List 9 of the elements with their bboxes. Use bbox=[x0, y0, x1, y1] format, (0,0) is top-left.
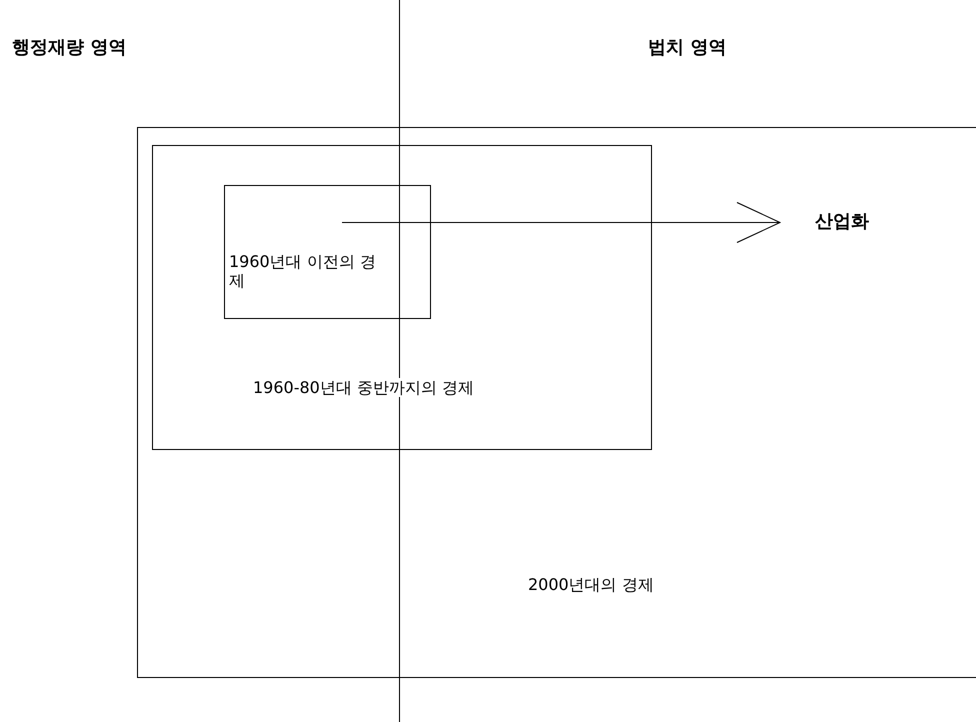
inner-box bbox=[224, 185, 431, 319]
box-label: 1960-80년대 중반까지의 경제 bbox=[253, 378, 474, 397]
arrow bbox=[342, 202, 780, 243]
box-label: 2000년대의 경제 bbox=[528, 575, 654, 594]
arrow-target-label: 산업화 bbox=[815, 212, 869, 231]
region-heading: 법치 영역 bbox=[648, 38, 726, 57]
outer-box bbox=[137, 127, 976, 678]
region-heading: 행정재량 영역 bbox=[12, 38, 126, 57]
middle-box bbox=[152, 145, 652, 450]
